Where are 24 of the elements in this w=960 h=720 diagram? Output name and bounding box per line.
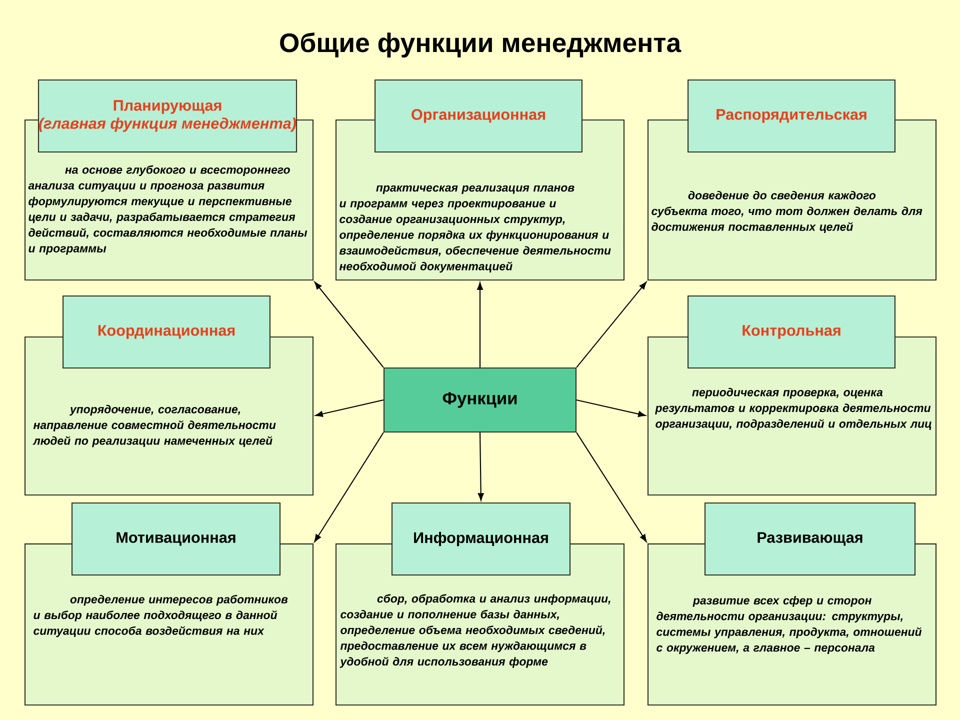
node-label: Мотивационная bbox=[116, 532, 236, 546]
function-card: Контрольная периодическая проверка, оценка результатов и корректировка деятельности организации, подразделений и отдельных лиц bbox=[647, 295, 937, 496]
function-card: Информационная сбор, обработка и анализ информации, создание и пополнение базы данных, определение объема необходимых сведений, предоставление их всем нуждающимся в удобной для использования форме bbox=[335, 502, 625, 706]
function-card: Координационная упорядочение, согласование, направление совместной деятельности людей по реализации намеченных целей bbox=[24, 295, 314, 496]
node-label: Планирующая bbox=[114, 100, 222, 114]
arrow bbox=[314, 432, 384, 542]
function-card: Мотивационная определение интересов работников и выбор наиболее подходящего в данной ситуации способа воздействия на них bbox=[24, 502, 314, 706]
arrow bbox=[314, 282, 384, 368]
function-card: Планирующая (главная функция менеджмента) на основе глубокого и всестороннего анализа ситуации и прогноза развития формулируются текущие и перспективные цели и задачи, разрабатывается стратегия действий, составляются необходимые планы и программы bbox=[24, 79, 314, 281]
node-label: Координационная bbox=[98, 325, 235, 339]
arrow bbox=[477, 282, 483, 368]
arrow bbox=[576, 282, 647, 368]
node-label: Развивающая bbox=[758, 532, 862, 546]
function-card: Организационная практическая реализация планов и программ через проектирование и создание организационных структур, определение порядка их функционирования и взаимодействия, обеспечение деятельности необходимой документацией bbox=[335, 79, 625, 281]
arrow bbox=[478, 432, 484, 501]
center-box: Функции bbox=[383, 367, 577, 433]
function-card: Развивающая развитие всех сфер и сторон деятельности организации: структуры, системы управления, продукта, отношений с окружением, а главное – персонала bbox=[647, 502, 937, 706]
node-label: Контрольная bbox=[742, 325, 840, 339]
arrow bbox=[576, 399, 646, 417]
node-label: Информационная bbox=[414, 532, 548, 546]
arrow bbox=[576, 432, 647, 542]
function-card: Распорядительская доведение до сведения каждого субъекта того, что тот должен делать для достижения поставленных целей bbox=[647, 79, 937, 281]
title: Общие функции менеджмента bbox=[280, 32, 682, 58]
arrow bbox=[315, 399, 384, 417]
